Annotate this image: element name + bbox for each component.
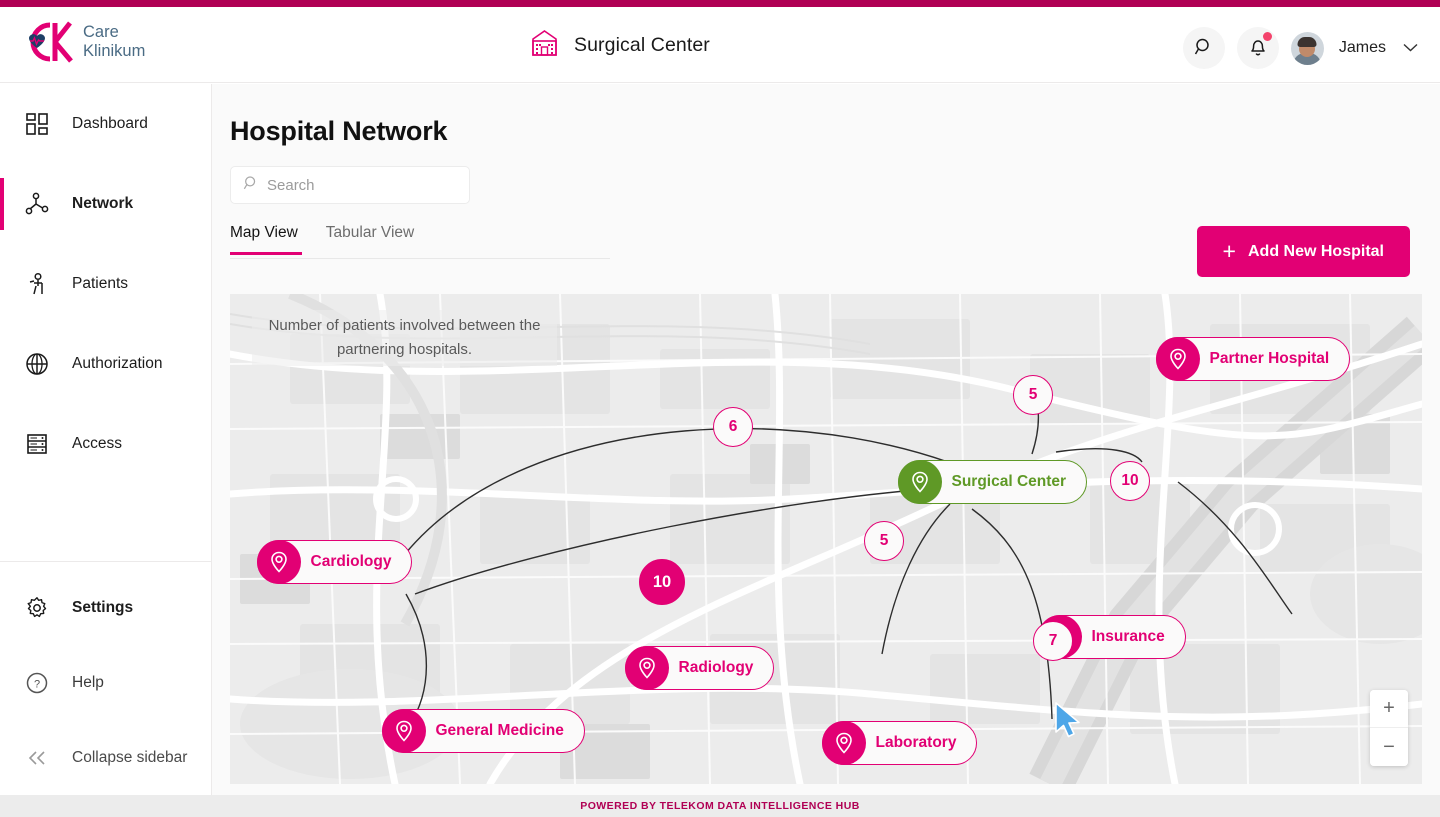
current-hospital: Surgical Center: [530, 29, 710, 62]
patient-count-badge[interactable]: 10: [1110, 461, 1150, 501]
patient-icon: [24, 271, 50, 297]
map-node-label: Radiology: [678, 659, 754, 676]
sidebar-item-label: Dashboard: [72, 115, 148, 132]
header-actions: James: [1182, 27, 1418, 69]
page-title: Hospital Network: [230, 116, 448, 146]
add-new-hospital-button[interactable]: + Add New Hospital: [1196, 226, 1410, 277]
sidebar-item-label: Collapse sidebar: [72, 748, 188, 766]
map-node-label: Laboratory: [875, 734, 957, 751]
user-name-label: James: [1338, 39, 1386, 56]
map-node-label: Partner Hospital: [1209, 350, 1330, 367]
brand-line-2: Klinikum: [83, 42, 146, 60]
sidebar-item-label: Patients: [72, 275, 129, 292]
notification-badge-dot: [1262, 32, 1272, 41]
server-rack-icon: [24, 431, 50, 457]
header-hospital-title: Surgical Center: [574, 34, 710, 56]
sidebar: Dashboard Network Patients: [0, 84, 212, 795]
sidebar-item-dashboard[interactable]: Dashboard: [0, 84, 211, 164]
map-pin-icon: [381, 709, 426, 753]
patient-count-badge[interactable]: 10: [639, 559, 685, 605]
map-zoom-out-button[interactable]: −: [1370, 728, 1408, 766]
map-zoom-controls: + −: [1370, 690, 1408, 766]
patient-count-badge[interactable]: 5: [864, 521, 904, 561]
map-zoom-in-button[interactable]: +: [1370, 690, 1408, 728]
map-node-label: Surgical Center: [951, 473, 1067, 490]
sidebar-item-settings[interactable]: Settings: [0, 570, 212, 645]
brand-line-1: Care: [83, 23, 119, 41]
dashboard-grid-icon: [24, 111, 50, 137]
add-new-hospital-label: Add New Hospital: [1247, 242, 1384, 260]
sidebar-item-label: Network: [72, 195, 134, 212]
notifications-button[interactable]: [1236, 27, 1279, 69]
sidebar-item-label: Settings: [72, 598, 134, 616]
bell-icon: [1248, 36, 1268, 60]
map-pin-icon: [1155, 337, 1200, 381]
tab-tabular-view[interactable]: Tabular View: [326, 224, 428, 255]
patient-count-badge[interactable]: 7: [1033, 621, 1073, 661]
header-search-button[interactable]: [1182, 27, 1225, 69]
sidebar-item-label: Help: [72, 673, 104, 691]
map-pin-icon: [821, 721, 866, 765]
tab-map-view[interactable]: Map View: [230, 224, 312, 255]
tab-label: Tabular View: [325, 224, 415, 241]
map-node-partner-hospital[interactable]: Partner Hospital: [1155, 337, 1351, 381]
brand-logo[interactable]: Care Klinikum: [24, 19, 145, 65]
network-map[interactable]: Number of patients involved between the …: [230, 294, 1422, 784]
view-tabs: Map View Tabular View: [230, 224, 442, 255]
patient-count-badge[interactable]: 6: [713, 407, 753, 447]
footer-text: POWERED BY TELEKOM DATA INTELLIGENCE HUB: [580, 800, 860, 812]
sidebar-item-label: Authorization: [72, 355, 163, 372]
map-pin-icon: [624, 646, 669, 690]
sidebar-item-patients[interactable]: Patients: [0, 244, 211, 324]
map-node-laboratory[interactable]: Laboratory: [821, 721, 978, 765]
main-content: Hospital Network Map View Tabular View +…: [212, 84, 1440, 795]
map-node-radiology[interactable]: Radiology: [624, 646, 775, 690]
map-node-general-medicine[interactable]: General Medicine: [381, 709, 585, 753]
chevron-down-icon[interactable]: [1403, 39, 1418, 57]
search-input[interactable]: [267, 176, 457, 194]
brand-name: Care Klinikum: [83, 23, 145, 61]
sidebar-bottom-group: Settings ? Help Collapse sidebar: [0, 561, 212, 795]
network-nodes-icon: [24, 191, 50, 217]
app-header: Care Klinikum Surgical Center: [0, 7, 1440, 83]
plus-icon: +: [1222, 238, 1236, 264]
hospital-building-icon: [530, 29, 559, 62]
top-accent-bar: [0, 0, 1440, 7]
footer: POWERED BY TELEKOM DATA INTELLIGENCE HUB: [0, 795, 1440, 817]
ck-heart-logo-icon: [24, 19, 74, 65]
map-pin-icon: [256, 540, 301, 584]
sidebar-item-network[interactable]: Network: [0, 164, 211, 244]
gear-icon: [24, 595, 50, 621]
avatar[interactable]: [1290, 31, 1324, 65]
map-node-surgical-center[interactable]: Surgical Center: [897, 460, 1088, 504]
sidebar-item-help[interactable]: ? Help: [0, 645, 212, 720]
search-icon: [1194, 37, 1214, 60]
tabs-divider: [230, 258, 610, 259]
patient-count-badge[interactable]: 5: [1013, 375, 1053, 415]
tab-label: Map View: [230, 224, 298, 241]
globe-icon: [24, 351, 50, 377]
map-node-label: Insurance: [1091, 628, 1165, 645]
question-circle-icon: ?: [24, 670, 50, 696]
sidebar-item-label: Access: [72, 435, 122, 452]
search-icon: [243, 175, 259, 196]
map-node-label: General Medicine: [435, 722, 564, 739]
svg-text:?: ?: [34, 678, 40, 690]
search-box[interactable]: [230, 166, 470, 204]
map-node-cardiology[interactable]: Cardiology: [256, 540, 413, 584]
double-chevron-left-icon: [24, 745, 50, 771]
sidebar-item-collapse[interactable]: Collapse sidebar: [0, 720, 212, 795]
map-pin-icon: [897, 460, 942, 504]
sidebar-item-access[interactable]: Access: [0, 404, 211, 484]
sidebar-item-authorization[interactable]: Authorization: [0, 324, 211, 404]
map-caption: Number of patients involved between the …: [252, 310, 557, 366]
map-node-label: Cardiology: [310, 553, 392, 570]
